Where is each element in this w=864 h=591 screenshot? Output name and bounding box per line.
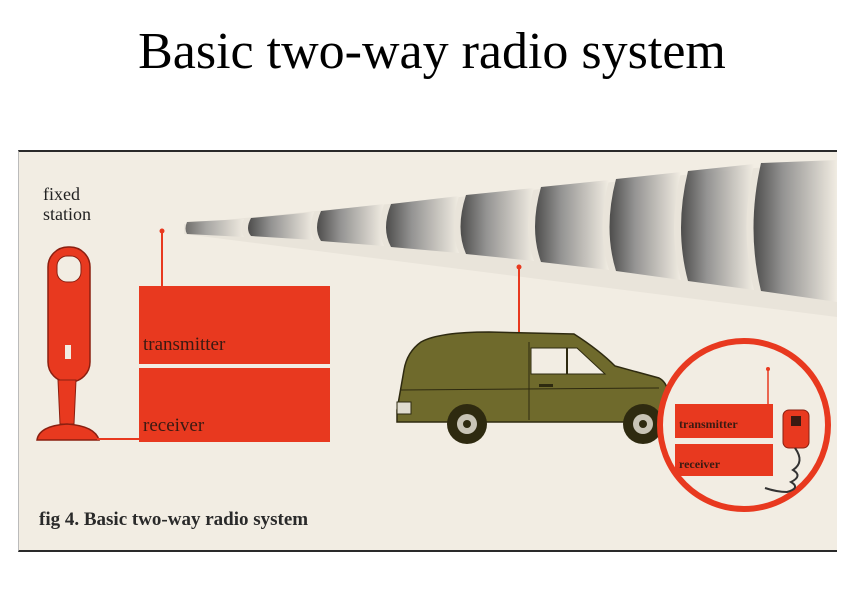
- slide-title: Basic two-way radio system: [138, 23, 726, 80]
- fixed-station-handset: [36, 246, 100, 441]
- figure-caption: fig 4. Basic two-way radio system: [39, 509, 309, 530]
- mobile-receiver-label: receiver: [679, 457, 721, 471]
- mobile-radio-inset: [657, 338, 831, 512]
- fixed-station-label-line2: station: [43, 204, 91, 224]
- radio-diagram: fixed station transmitter receiver trans…: [18, 150, 837, 552]
- mobile-transmitter-label: transmitter: [679, 417, 738, 431]
- van: [396, 331, 671, 444]
- van-antenna: [516, 264, 522, 338]
- base-receiver-label: receiver: [143, 415, 205, 436]
- fixed-station-label: fixed station: [43, 184, 91, 224]
- radio-wave-beam: [184, 160, 837, 317]
- base-transmitter-box: [139, 286, 330, 364]
- base-transmitter-label: transmitter: [143, 334, 226, 355]
- base-receiver-box: [139, 368, 330, 442]
- diagram-graphics: [36, 160, 837, 512]
- fixed-station-label-line1: fixed: [43, 184, 80, 204]
- base-antenna: [159, 228, 165, 286]
